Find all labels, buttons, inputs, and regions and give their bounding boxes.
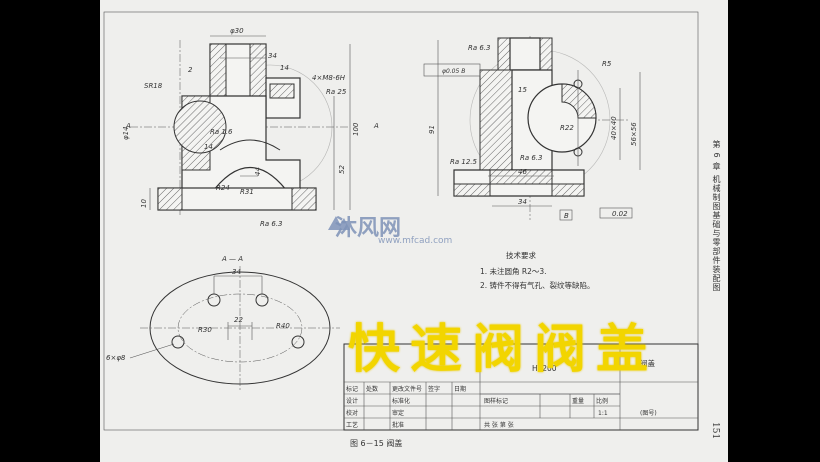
dim-r30: R30: [198, 326, 212, 334]
dim-r5: R5: [602, 60, 612, 68]
stage-label: 图样标记: [484, 397, 508, 405]
std-label: 标准化: [392, 397, 410, 405]
scale-label: 比例: [596, 397, 608, 405]
datum-b: B: [564, 212, 569, 220]
engineering-drawing: φ30 34 14 2 4×M8-6H Ra 25 SR18 φ14 Ra 1.…: [103, 11, 699, 431]
dim-52: 52: [338, 165, 346, 174]
dim-100: 100: [352, 122, 360, 136]
watermark-logo-icon: [328, 216, 350, 230]
dim-r40: R40: [276, 322, 290, 330]
dim-thread: 4×M8-6H: [312, 74, 346, 82]
dim-14: 14: [280, 64, 289, 72]
dim-15: 15: [518, 86, 527, 94]
section-view-label: A — A: [221, 255, 243, 263]
front-view: [130, 35, 351, 215]
section-view-aa: [129, 266, 340, 390]
weight-label: 重量: [572, 397, 584, 405]
title-block: [343, 343, 699, 431]
page-number: 151: [710, 422, 720, 440]
dim-40x40: 40×40: [610, 116, 618, 140]
dim-10: 10: [140, 199, 148, 208]
watermark-url: www.mfcad.com: [378, 236, 453, 246]
scale-value: 1:1: [598, 410, 608, 417]
dim-ra63-mid: Ra 6.3: [520, 154, 543, 162]
dim-sr18: SR18: [144, 82, 163, 90]
dim-ra125: Ra 12.5: [450, 158, 478, 166]
figure-caption: 图 6－15 阀盖: [350, 439, 403, 448]
dim-ra63-top: Ra 6.3: [468, 44, 491, 52]
dim-22: 22: [234, 316, 243, 324]
dim-34-bot: 34: [518, 198, 527, 206]
tech-note-2: 2. 铸件不得有气孔、裂纹等缺陷。: [480, 280, 595, 290]
part-name: 阀盖: [640, 358, 655, 368]
dim-ra25: Ra 25: [326, 88, 347, 96]
approve-label: 批准: [392, 421, 404, 429]
book-page: φ30 34 14 2 4×M8-6H Ra 25 SR18 φ14 Ra 1.…: [100, 0, 728, 462]
dim-r31: R31: [240, 188, 254, 196]
process-label: 工艺: [346, 421, 358, 429]
title-row-labels-1: 标记: [346, 385, 358, 393]
dim-2: 2: [188, 66, 193, 74]
dim-34-aa: 34: [232, 268, 241, 276]
designer-label: 设计: [346, 397, 358, 405]
title-row-labels-5: 日期: [454, 385, 466, 393]
dim-44: 44: [254, 167, 262, 176]
perpendicularity: 0.02: [612, 210, 628, 218]
dim-34-top: 34: [268, 52, 277, 60]
title-row-labels-3: 更改文件号: [392, 385, 422, 393]
material-label: HT200: [532, 364, 557, 373]
tech-notes-heading: 技术要求: [506, 250, 536, 260]
section-marker-left: A: [125, 122, 131, 130]
overlay-title: 快速阀阀盖: [348, 320, 659, 380]
dim-phi30: φ30: [230, 27, 244, 35]
flatness-tolerance: φ0.05 B: [442, 68, 465, 75]
tech-note-1: 1. 未注圆角 R2～3.: [480, 266, 547, 276]
dim-phi14: φ14: [122, 126, 130, 140]
dim-holes: 6×φ8: [106, 354, 126, 362]
drawing-number: (图号): [640, 410, 657, 417]
checker-label: 校对: [346, 409, 358, 417]
dim-46: 46: [518, 168, 527, 176]
title-row-labels-4: 签字: [428, 385, 440, 393]
side-view: [423, 36, 641, 221]
dim-14b: 14: [204, 143, 213, 151]
sheet-label: 共 张 第 张: [484, 421, 514, 429]
dim-r24: R24: [216, 184, 230, 192]
dim-91: 91: [428, 125, 436, 134]
section-marker-right: A: [373, 122, 379, 130]
watermark-text: 沐风网: [335, 216, 402, 241]
dim-56x56: 56×56: [630, 122, 638, 146]
title-row-labels-2: 处数: [366, 385, 378, 393]
review-label: 审定: [392, 409, 404, 417]
dim-ra16: Ra 1.6: [210, 128, 233, 136]
dim-r22: R22: [560, 124, 574, 132]
dim-ra63-left: Ra 6.3: [260, 220, 283, 228]
chapter-side-heading: 第 6 章 机械制图基础与零部件装配图: [712, 140, 721, 292]
